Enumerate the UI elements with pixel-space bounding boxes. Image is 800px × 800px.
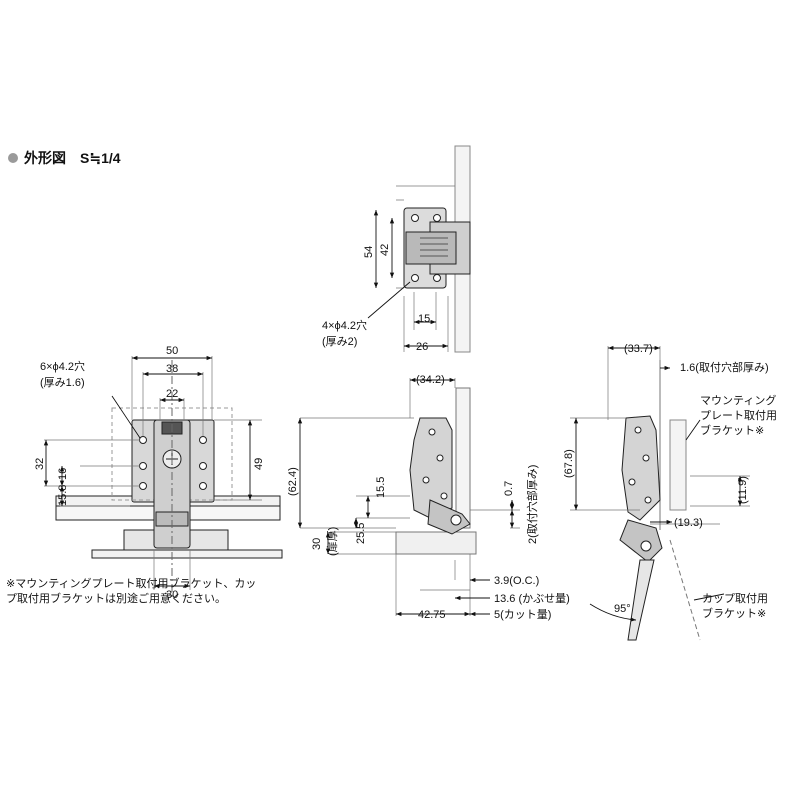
top-view-labels: 54 42 15 26 4×ϕ4.2穴 (厚み2) xyxy=(322,244,430,353)
dim-38: 38 xyxy=(166,363,178,375)
dim-15: 15 xyxy=(418,313,430,325)
dim-54: 54 xyxy=(363,246,375,258)
dim-15-5: 15.5 xyxy=(375,477,387,498)
cup-bracket-label-1: カップ取付用 xyxy=(702,592,768,605)
open-hinge-cup xyxy=(619,519,663,563)
dim-25-5: 25.5 xyxy=(355,523,367,544)
mounting-holes xyxy=(139,436,207,490)
dim-33-7: (33.7) xyxy=(624,343,653,355)
door-thickness-label: (扉厚) xyxy=(326,527,339,556)
top-extension-lines xyxy=(396,185,455,352)
closed-pivot-points xyxy=(422,428,462,526)
closed-hinge-cup xyxy=(427,499,471,535)
mounting-bracket-label-2: プレート取付用 xyxy=(700,409,777,422)
closed-cabinet-wall xyxy=(455,387,471,529)
figure-scale: S≒1/4 xyxy=(80,149,121,166)
open-hinge-arm xyxy=(621,415,661,521)
note-line-1: ※マウンティングプレート取付用ブラケット、カッ xyxy=(6,578,257,590)
dim-26: 26 xyxy=(416,341,428,353)
closed-extension-lines xyxy=(300,378,520,616)
front-dimension-lines xyxy=(43,355,253,589)
top-dimension-lines xyxy=(367,210,448,349)
figure-heading: 外形図 S≒1/4 xyxy=(8,148,121,168)
dim-62-4: (62.4) xyxy=(287,467,299,496)
dim-32: 32 xyxy=(34,458,46,470)
side-view-open xyxy=(570,345,750,641)
side-closed-labels: (34.2) (62.4) 15.5 25.5 0.7 2(取付穴部厚み) 30… xyxy=(287,374,570,621)
dim-42-75: 42.75 xyxy=(418,609,446,621)
dim-15-8: 15.8 xyxy=(57,485,69,506)
front-holes-label: 6×ϕ4.2穴 xyxy=(40,359,85,373)
open-extension-lines xyxy=(570,346,750,525)
closed-dimension-lines xyxy=(297,377,515,617)
dim-0-7: 0.7 xyxy=(503,481,515,496)
mounting-bracket-label-3: ブラケット※ xyxy=(700,423,764,437)
side-open-labels: (33.7) 1.6(取付穴部厚み) (67.8) (11.9) (19.3) … xyxy=(563,343,777,620)
top-holes xyxy=(411,214,441,282)
open-pivot-points xyxy=(628,426,652,552)
mounting-bracket-label-1: マウンティング xyxy=(700,393,776,407)
dim-13-6-overlay: 13.6 (かぶせ量) xyxy=(494,592,570,605)
door-panel xyxy=(91,549,283,559)
dim-16: 16 xyxy=(57,468,69,480)
cup-bracket-label-2: ブラケット※ xyxy=(702,606,766,620)
top-view xyxy=(367,145,471,353)
dim-30-door: 30 xyxy=(311,538,323,550)
dim-50: 50 xyxy=(166,345,178,357)
dim-11-9: (11.9) xyxy=(737,476,749,504)
dim-5-cut: 5(カット量) xyxy=(494,608,551,621)
top-arm-ribs xyxy=(420,237,448,257)
front-view-labels: 6×ϕ4.2穴 (厚み1.6) 50 38 22 32 16 15.8 49 3… xyxy=(34,345,265,601)
open-dimension-lines xyxy=(573,345,743,622)
open-cabinet-wall xyxy=(669,419,687,511)
front-thickness-label: (厚み1.6) xyxy=(40,376,85,389)
extension-lines-bottom xyxy=(153,550,191,590)
extension-lines-h xyxy=(44,419,262,507)
open-door xyxy=(627,559,655,641)
dim-42: 42 xyxy=(379,244,391,256)
dim-67-8: (67.8) xyxy=(563,449,575,478)
front-view xyxy=(43,355,283,600)
dim-2-mount-thickness: 2(取付穴部厚み) xyxy=(525,465,539,544)
dim-49: 49 xyxy=(253,458,265,470)
dim-30: 30 xyxy=(166,589,178,601)
dim-22: 22 xyxy=(166,388,178,400)
dim-3-9-oc: 3.9(O.C.) xyxy=(494,575,539,587)
closed-door xyxy=(395,531,477,555)
side-view-closed xyxy=(297,377,520,617)
top-holes-label: 4×ϕ4.2穴 xyxy=(322,318,367,332)
open-door-outline xyxy=(669,539,701,641)
angle-95: 95° xyxy=(614,603,631,615)
dim-34-2: (34.2) xyxy=(416,374,445,386)
dim-19-3: (19.3) xyxy=(674,517,703,529)
extension-lines xyxy=(131,356,213,436)
figure-title: 外形図 xyxy=(24,150,66,166)
top-thickness-label: (厚み2) xyxy=(322,335,357,348)
top-arm-block xyxy=(405,231,457,265)
bullet-icon xyxy=(8,153,18,163)
note-line-2: プ取付用ブラケットは別途ご用意ください。 xyxy=(6,593,226,605)
dim-1-6-mount-thickness: 1.6(取付穴部厚み) xyxy=(680,360,769,374)
